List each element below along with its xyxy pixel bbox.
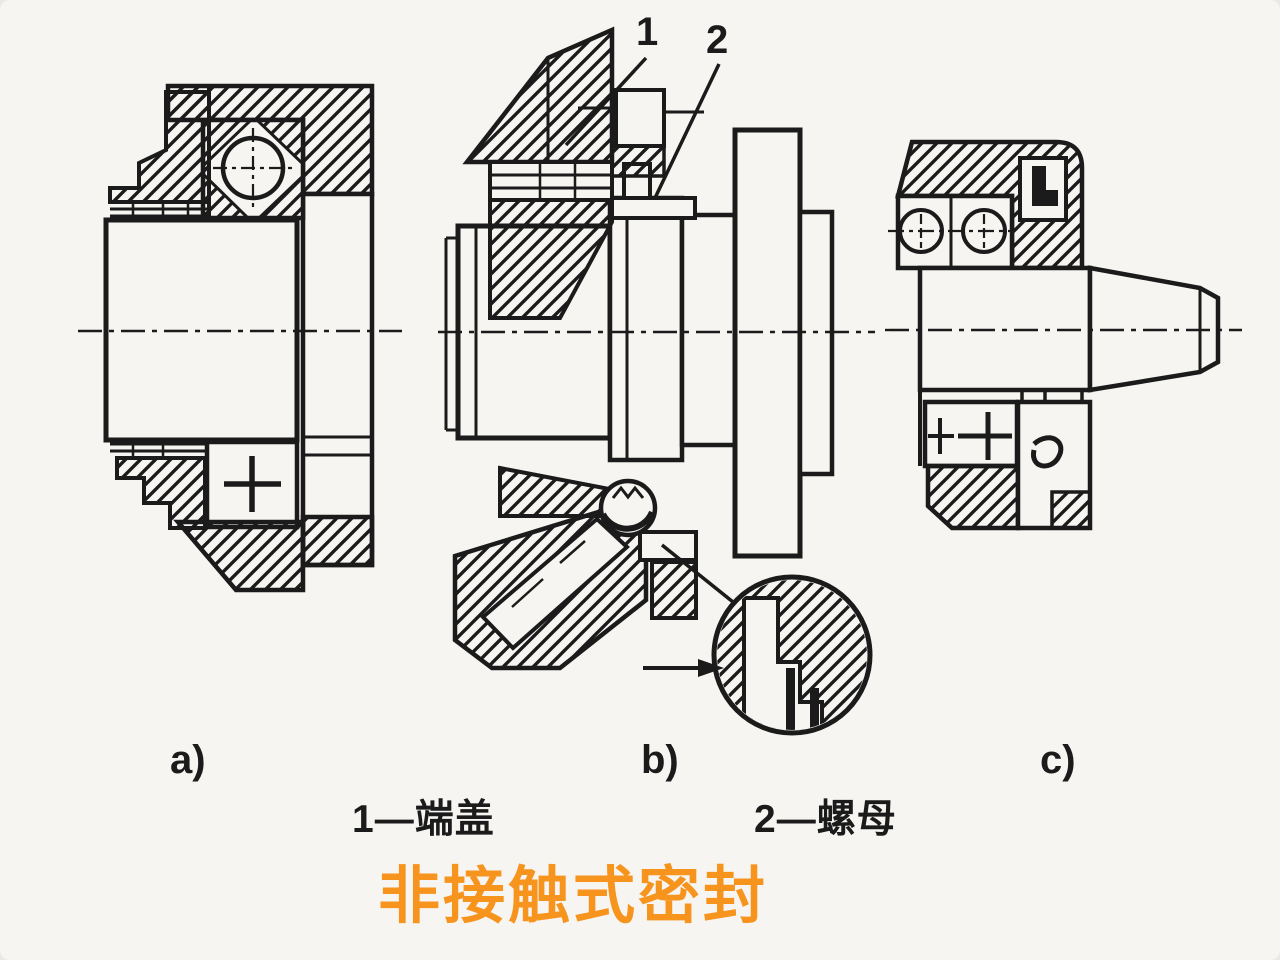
callout-number-2: 2 [706,18,729,62]
labyrinth-grooves [488,160,614,202]
detail-arrow-icon [643,659,724,677]
flange-disc [732,127,803,559]
labyrinth-seal-c [1018,156,1068,222]
felt-seal-pocket [1015,399,1093,531]
view-label-a: a) [170,738,206,782]
legend-item-2: 2—螺母 [754,798,897,841]
leader-line-2 [653,63,721,199]
detail-leader-line [660,543,735,604]
callout-number-1: 1 [636,10,659,54]
view-label-b: b) [641,738,679,782]
figure-title: 非接触式密封 [378,862,769,931]
end-cover-part-1 [462,26,704,178]
legend-item-1: 1—端盖 [352,798,495,841]
detail-view-circle [711,574,873,736]
view-label-c: c) [1040,738,1076,782]
view-b-drawing [438,26,875,736]
leader-line-1 [564,56,648,147]
view-a-drawing [78,83,402,593]
seal-ring [598,478,658,538]
cross-mark-box [922,399,1020,469]
view-c-drawing [885,139,1242,531]
